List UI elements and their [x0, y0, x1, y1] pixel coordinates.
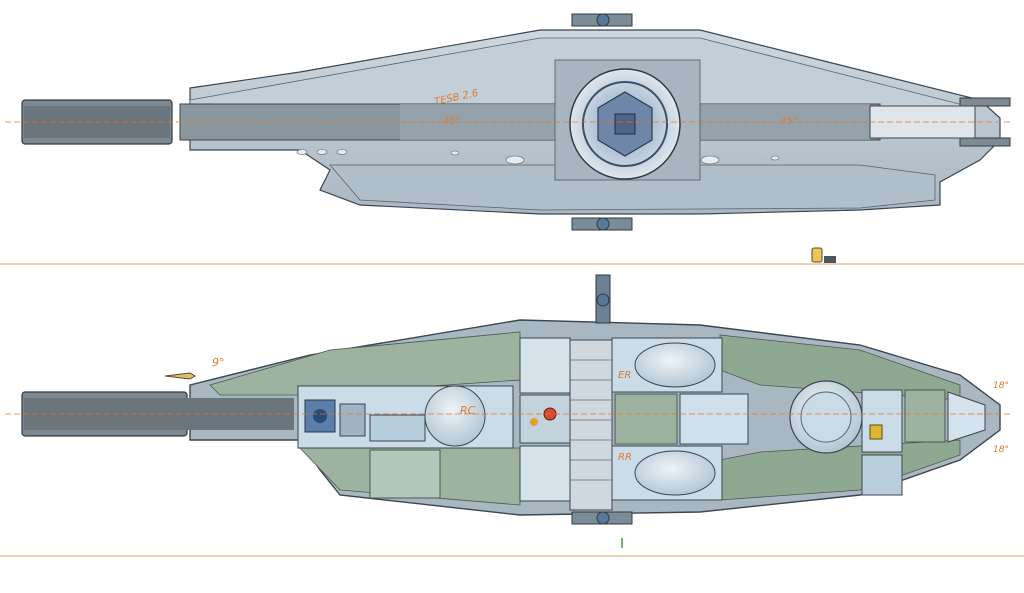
top-turret-upper [571, 13, 633, 27]
top-right-nozzle-lower [959, 137, 1011, 147]
top-disc-ring [582, 81, 668, 167]
right-angle-top: 18° [993, 381, 1009, 391]
room-rc-label: RC [460, 404, 476, 417]
scale-figure [811, 247, 836, 263]
rc-desk [369, 414, 426, 442]
top-angle-left: 45° [443, 116, 461, 127]
room-mid-small [519, 394, 571, 444]
room-er-label: ER [618, 370, 631, 381]
top-right-nozzle-upper [959, 97, 1011, 107]
top-vents [296, 149, 780, 165]
room-port-aft [519, 445, 571, 502]
rc-sphere [424, 385, 486, 447]
room-aft [861, 389, 903, 453]
transverse-corridor [569, 339, 613, 511]
bottom-turret-upper [595, 274, 611, 324]
corridor-rungs [570, 359, 612, 481]
top-turret-lower [571, 217, 633, 231]
rocket-figure [164, 372, 196, 380]
rr-tank [634, 450, 716, 496]
rc-panel [339, 403, 366, 437]
top-lower-panel [329, 164, 936, 211]
room-mid-bay-2 [679, 393, 749, 445]
room-rr-label: RR [618, 452, 632, 463]
rc-console-dial [313, 409, 327, 423]
top-view: TESB 2.6 45° 45° [5, 13, 1012, 231]
room-lower-cargo [369, 449, 441, 499]
bottom-nose [947, 391, 986, 443]
room-mid-bay-1 [614, 393, 678, 445]
bottom-angle-left: 9° [212, 356, 225, 369]
aft-console [869, 424, 883, 440]
room-aft-lower [861, 454, 903, 496]
bottom-turret-lower [571, 511, 633, 525]
reactor-core [800, 391, 852, 443]
amber-indicator [530, 418, 538, 426]
room-aft-equipment [904, 389, 946, 443]
bottom-view: 9° RC ER RR 18° 18° [5, 274, 1012, 525]
er-tank [634, 342, 716, 388]
top-disc-core [614, 113, 636, 135]
right-angle-bottom: 18° [993, 445, 1009, 455]
top-angle-right: 45° [780, 116, 798, 127]
room-port-fore [519, 337, 571, 394]
